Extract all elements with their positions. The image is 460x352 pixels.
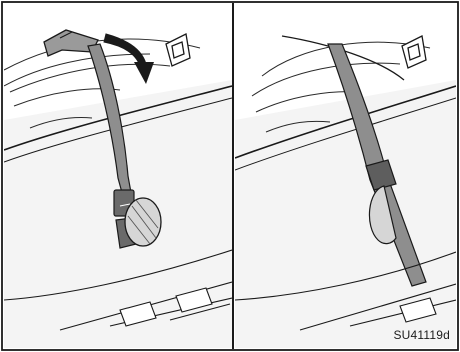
figure-code: SU41119d xyxy=(393,328,450,342)
tongue-disc xyxy=(125,198,161,246)
